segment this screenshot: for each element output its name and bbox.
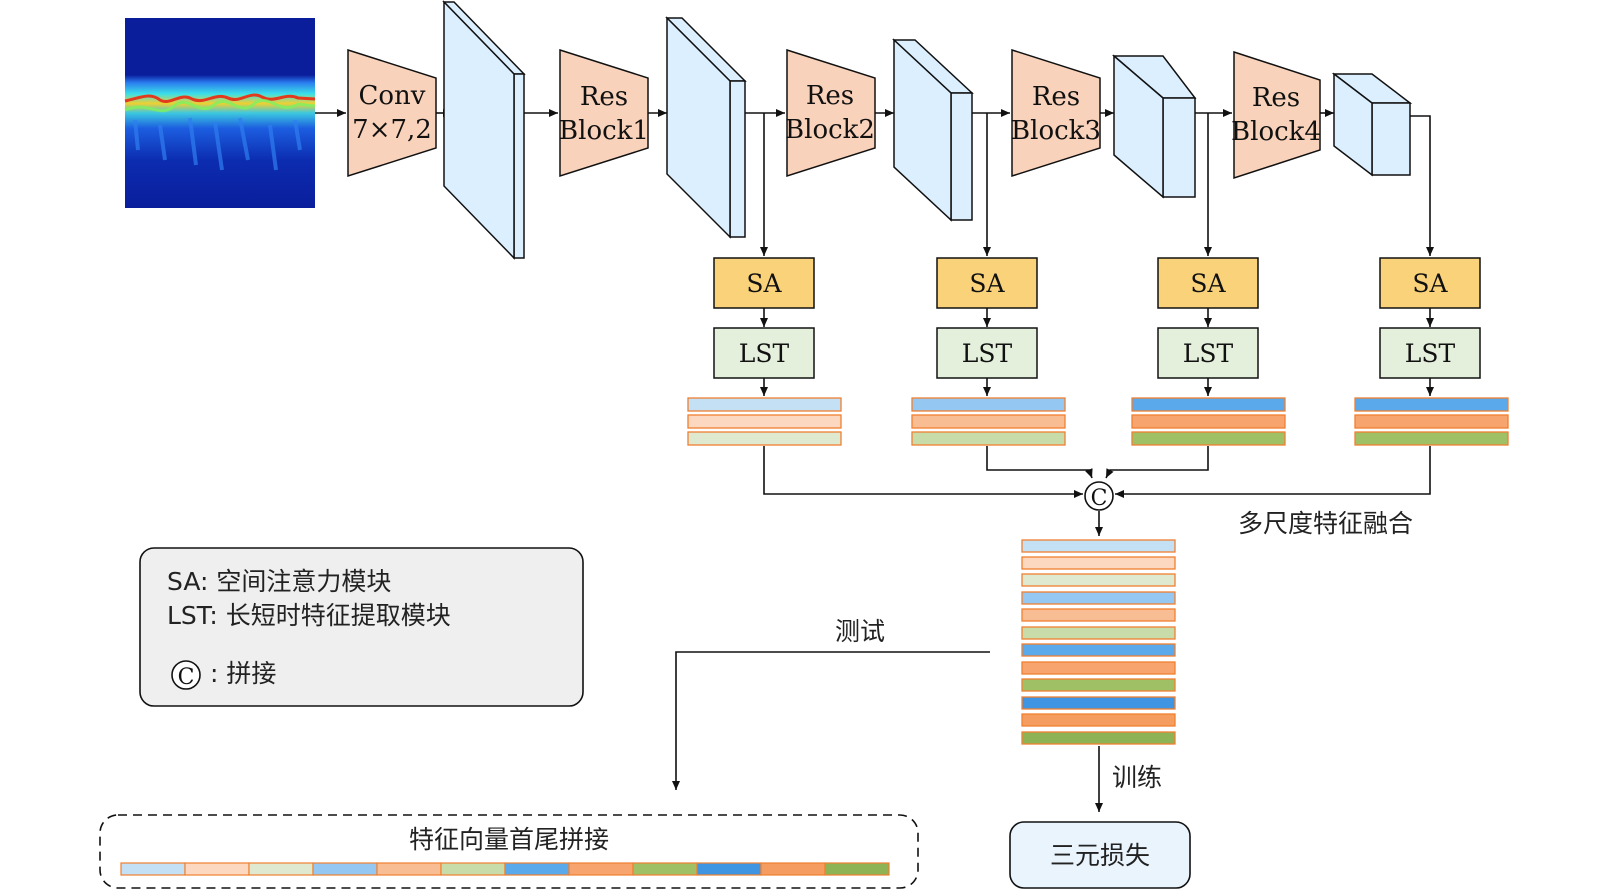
feature-map-2 [665, 16, 747, 239]
lst-label-3: LST [1183, 339, 1234, 368]
res-block-2-line2: Block2 [785, 115, 875, 145]
legend-concat: : 拼接 [210, 659, 276, 688]
res-block-4-line2: Block4 [1231, 117, 1321, 147]
feature-map-3 [892, 38, 974, 222]
legend-lst: LST: 长短时特征提取模块 [167, 601, 451, 630]
triplet-loss-box: 三元损失 [1009, 821, 1191, 889]
legend-concat-icon [171, 660, 201, 690]
res-block-3-line2: Block3 [1011, 116, 1101, 146]
fusion-label: 多尺度特征融合 [1238, 509, 1413, 538]
loss-label: 三元损失 [1050, 841, 1150, 870]
concatenated-vector-box: 特征向量首尾拼接 [99, 814, 919, 889]
lst-label-2: LST [962, 339, 1013, 368]
lst-label-4: LST [1405, 339, 1456, 368]
sa-label-4: SA [1412, 269, 1448, 298]
res-block-4-line1: Res [1252, 83, 1300, 113]
test-label: 测试 [835, 617, 885, 646]
res-block-1-line1: Res [580, 82, 628, 112]
branch-1: SA LST [687, 113, 842, 446]
feature-map-4 [1111, 54, 1197, 199]
concat-symbol: C [1091, 486, 1108, 511]
res-block-3: Res Block3 [1011, 48, 1101, 178]
input-spectrogram [124, 18, 316, 208]
conv-label-line2: 7×7,2 [352, 115, 432, 145]
concat-node: C [1084, 481, 1114, 511]
lst-label-1: LST [739, 339, 790, 368]
concat-output-label: 特征向量首尾拼接 [409, 825, 609, 854]
res-block-1-line2: Block1 [559, 116, 649, 146]
concatenated-vector [120, 862, 890, 876]
res-block-4: Res Block4 [1231, 50, 1321, 180]
legend-box: SA: 空间注意力模块 LST: 长短时特征提取模块 C : 拼接 [139, 547, 584, 707]
sa-label-2: SA [969, 269, 1005, 298]
train-label: 训练 [1112, 763, 1162, 792]
feature-map-1 [442, 0, 526, 260]
fused-feature-stack [1021, 539, 1176, 745]
sa-label-1: SA [746, 269, 782, 298]
res-block-2: Res Block2 [785, 48, 876, 178]
branch-2: SA LST [911, 113, 1066, 446]
fusion-connectors [763, 446, 1431, 498]
conv-block: Conv 7×7,2 [347, 48, 437, 178]
sa-label-3: SA [1190, 269, 1226, 298]
conv-label-line1: Conv [359, 81, 426, 111]
res-block-3-line1: Res [1032, 82, 1080, 112]
legend-sa: SA: 空间注意力模块 [167, 567, 391, 596]
res-block-2-line1: Res [806, 81, 854, 111]
branch-4: SA LST [1354, 115, 1509, 446]
feature-map-5 [1331, 72, 1413, 177]
res-block-1: Res Block1 [559, 48, 649, 178]
legend-concat-symbol: C [178, 665, 195, 690]
branch-3: SA LST [1131, 113, 1286, 446]
